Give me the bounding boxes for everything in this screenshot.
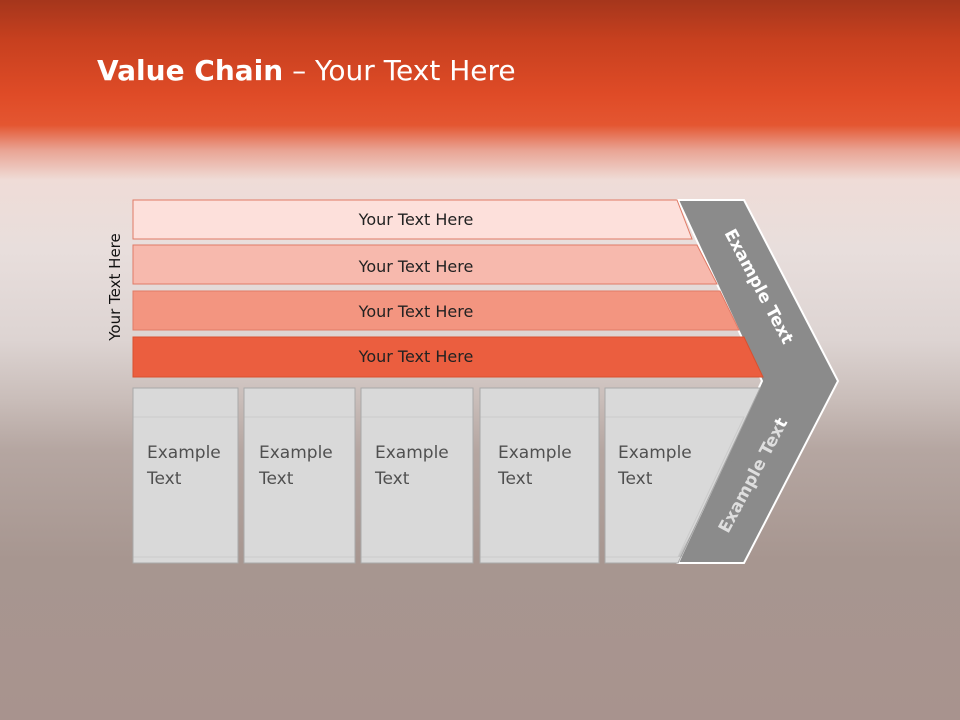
- column-3-line2: Text: [375, 469, 410, 489]
- chevron-arrow: [676, 199, 840, 564]
- column-5-line1: Example: [618, 443, 692, 463]
- column-4: [479, 387, 600, 564]
- bar-3-label: Your Text Here: [358, 302, 474, 321]
- column-5-text: Example Text: [618, 440, 708, 492]
- column-5-line2: Text: [618, 469, 653, 489]
- column-3-text: Example Text: [375, 440, 465, 492]
- column-1: [132, 387, 239, 564]
- column-2-text: Example Text: [259, 440, 349, 492]
- bar-4: [132, 336, 764, 378]
- column-1-line1: Example: [147, 443, 221, 463]
- column-2-line2: Text: [259, 469, 294, 489]
- column-4-text: Example Text: [498, 440, 588, 492]
- column-1-line2: Text: [147, 469, 182, 489]
- column-3: [360, 387, 474, 564]
- column-4-line1: Example: [498, 443, 572, 463]
- bar-2: [132, 244, 718, 285]
- title-rest: – Your Text Here: [283, 54, 516, 87]
- column-2: [243, 387, 356, 564]
- column-4-line2: Text: [498, 469, 533, 489]
- bar-4-label: Your Text Here: [358, 347, 474, 366]
- column-2-line1: Example: [259, 443, 333, 463]
- column-3-line1: Example: [375, 443, 449, 463]
- bar-2-label: Your Text Here: [358, 257, 474, 276]
- bar-1: [132, 199, 693, 240]
- column-5: [604, 387, 761, 564]
- column-1-text: Example Text: [147, 440, 237, 492]
- bar-1-label: Your Text Here: [358, 210, 474, 229]
- bar-3: [132, 290, 740, 331]
- slide-title: Value Chain – Your Text Here: [97, 54, 516, 94]
- title-bold: Value Chain: [97, 54, 284, 87]
